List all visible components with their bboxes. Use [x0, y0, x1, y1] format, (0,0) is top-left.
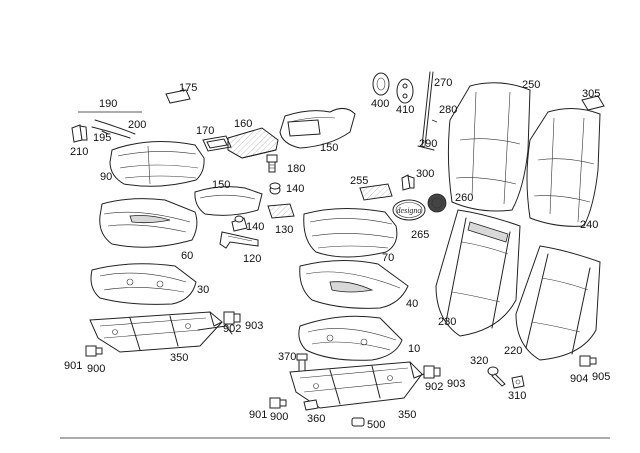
label-230: 230	[438, 316, 456, 328]
label-903-center: 903	[447, 378, 465, 390]
part-270-280-290-rods	[417, 71, 438, 151]
label-902-center: 902	[425, 381, 443, 393]
label-195: 195	[93, 132, 111, 144]
part-30-seat-shell	[90, 263, 197, 305]
part-150-bolster-lower	[194, 186, 263, 216]
label-60: 60	[181, 250, 193, 262]
label-400: 400	[371, 98, 389, 110]
part-901-900-plug-center	[269, 397, 287, 409]
part-60-seat-foam	[99, 198, 198, 248]
label-320: 320	[470, 355, 488, 367]
part-310-clip	[511, 375, 525, 389]
label-140-upper: 140	[286, 183, 304, 195]
label-240: 240	[580, 219, 598, 231]
label-175: 175	[179, 82, 197, 94]
part-300-clip	[401, 174, 415, 191]
label-170: 170	[196, 125, 214, 137]
label-350-center: 350	[398, 409, 416, 421]
emblem-text: designo	[397, 206, 422, 215]
part-230-backrest-frame	[435, 209, 521, 337]
label-255: 255	[350, 175, 368, 187]
part-360-clip	[303, 399, 319, 411]
label-290: 290	[419, 138, 437, 150]
part-90-seat-cushion	[109, 140, 205, 187]
label-160: 160	[234, 118, 252, 130]
label-250: 250	[522, 79, 540, 91]
part-160-heater-grid	[227, 127, 279, 159]
label-370: 370	[278, 351, 296, 363]
label-90: 90	[100, 171, 112, 183]
part-250-backrest-cover	[447, 82, 531, 212]
label-140-lower: 140	[246, 221, 264, 233]
part-10-seat-frame	[298, 315, 403, 361]
part-175-pad	[165, 87, 191, 104]
label-190: 190	[99, 98, 117, 110]
label-180: 180	[287, 163, 305, 175]
part-190-wire	[78, 111, 142, 139]
label-900-center: 900	[270, 411, 288, 423]
part-180-bolt	[266, 154, 278, 173]
part-320-bolt	[487, 366, 506, 387]
part-120-bracket	[219, 231, 259, 249]
label-210: 210	[70, 146, 88, 158]
label-900-left: 900	[87, 363, 105, 375]
label-130: 130	[275, 224, 293, 236]
part-255-bracket	[359, 183, 393, 201]
part-70-seat-cushion	[303, 207, 398, 258]
part-265-designo-emblem: designo	[392, 199, 426, 221]
part-902-903-plug-left	[223, 311, 241, 325]
label-270: 270	[434, 77, 452, 89]
label-500: 500	[367, 419, 385, 431]
label-350-left: 350	[170, 352, 188, 364]
part-140-nut-upper	[269, 182, 281, 195]
part-130-plate	[267, 203, 295, 219]
part-150-bolster-upper	[279, 108, 356, 149]
label-40: 40	[406, 298, 418, 310]
part-400-grommet	[372, 72, 390, 96]
label-360: 360	[307, 413, 325, 425]
part-500-connector	[351, 417, 365, 427]
part-350-seat-rails-left	[89, 311, 233, 353]
label-220: 220	[504, 345, 522, 357]
part-240-backrest-cover	[526, 108, 601, 227]
part-901-900-plug-left	[85, 345, 103, 357]
label-150-lower: 150	[212, 179, 230, 191]
part-220-backrest-frame	[515, 245, 601, 361]
label-260: 260	[455, 192, 473, 204]
part-902-903-plug-center	[423, 365, 441, 379]
part-904-905-plug	[579, 355, 597, 367]
label-200: 200	[128, 119, 146, 131]
label-905: 905	[592, 371, 610, 383]
label-280: 280	[439, 104, 457, 116]
label-150-upper: 150	[320, 142, 338, 154]
label-904: 904	[570, 373, 588, 385]
part-410-guide	[396, 78, 414, 104]
label-10: 10	[408, 343, 420, 355]
part-370-bolt	[296, 353, 308, 373]
label-300: 300	[416, 168, 434, 180]
part-40-seat-pan	[299, 259, 409, 309]
label-70: 70	[382, 252, 394, 264]
label-901-left: 901	[64, 360, 82, 372]
part-labels: 175 190 200 195 210 90 170 160 150 180 1…	[64, 77, 610, 431]
label-901-center: 901	[249, 409, 267, 421]
label-410: 410	[396, 104, 414, 116]
part-260-disk	[427, 193, 447, 213]
label-305: 305	[582, 88, 600, 100]
part-170-frame	[202, 135, 232, 152]
part-140-nut-lower	[231, 215, 248, 232]
part-350-seat-rails-center	[289, 361, 425, 409]
label-903-left: 903	[245, 320, 263, 332]
part-210-clip	[71, 124, 88, 143]
part-305-clip	[581, 95, 605, 111]
label-265: 265	[411, 229, 429, 241]
label-310: 310	[508, 390, 526, 402]
label-902-left: 902	[223, 323, 241, 335]
label-30: 30	[197, 284, 209, 296]
label-120: 120	[243, 253, 261, 265]
